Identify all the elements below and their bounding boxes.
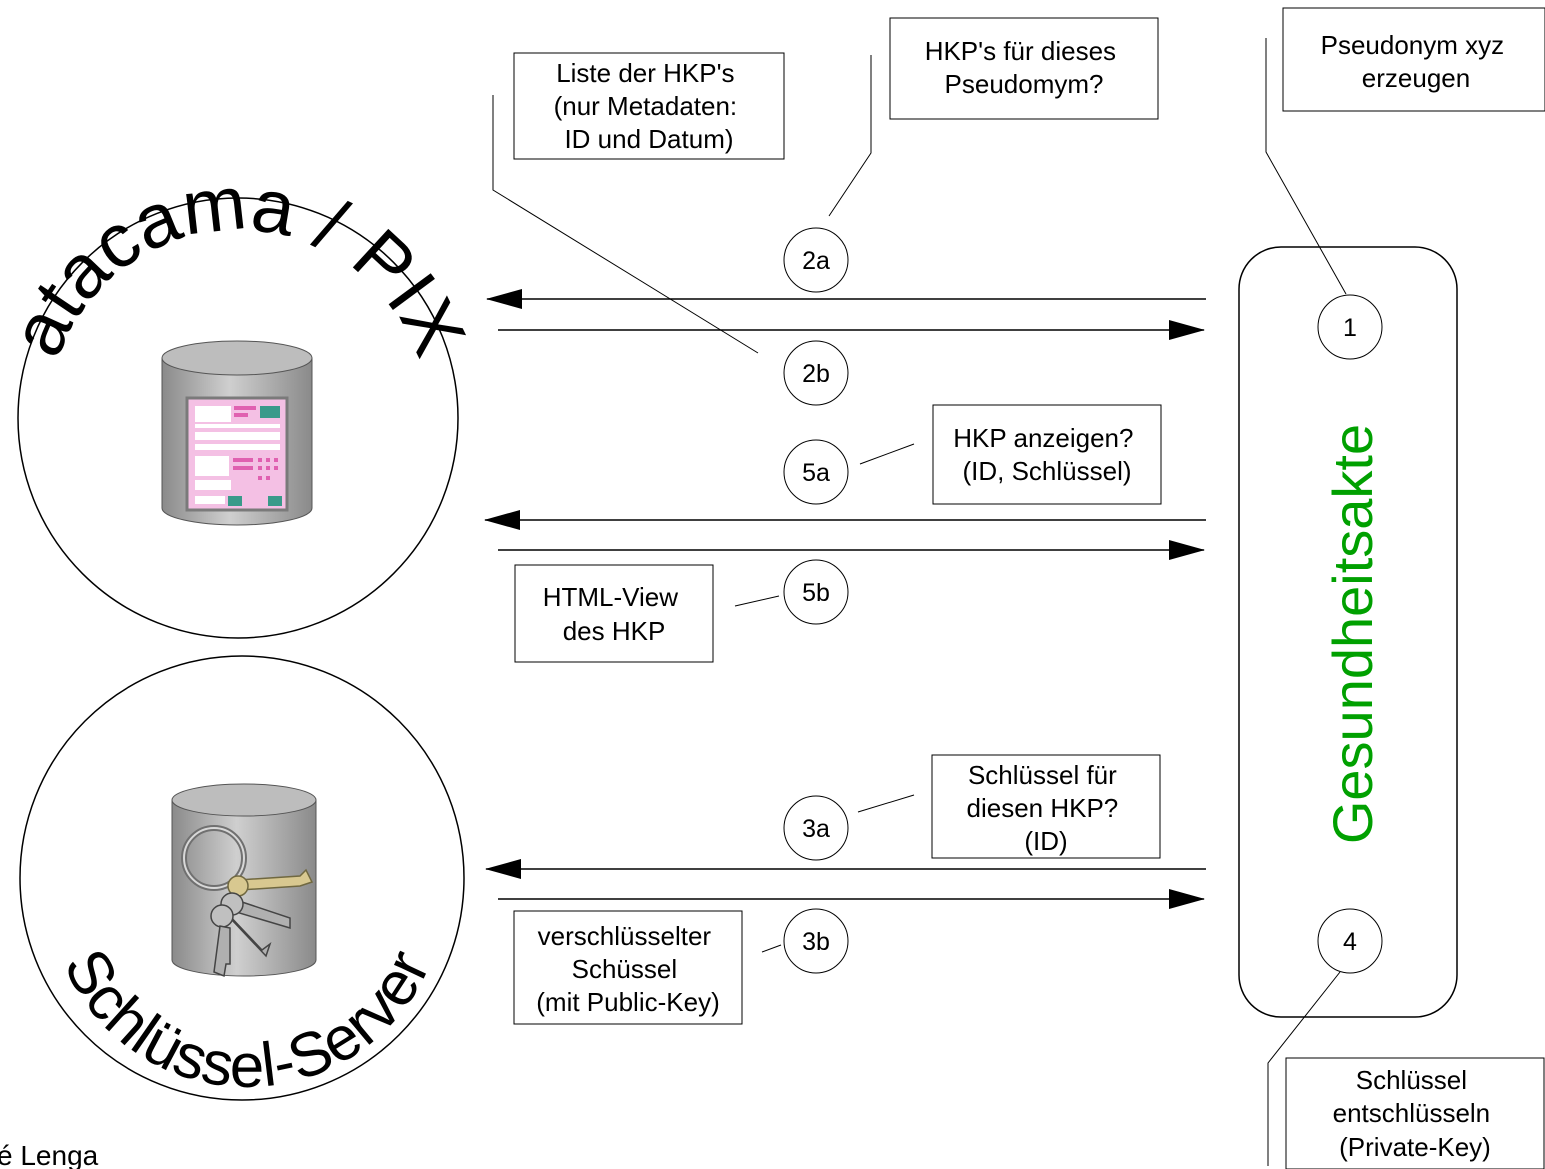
note-decrypt-key-line-3: (Private-Key)	[1339, 1132, 1491, 1162]
note-key-for-hkp-line-3: (ID)	[1024, 826, 1067, 856]
keyring-icon	[181, 825, 314, 978]
step-2b-label: 2b	[802, 360, 830, 388]
step-1-label: 1	[1343, 314, 1357, 342]
key-server-node: Schlüssel-Server	[19, 655, 465, 1101]
step-2a-label: 2a	[802, 247, 830, 275]
step-5a: 5a	[783, 439, 849, 505]
note-hkp-for-pseudonym-line-2: Pseudomym?	[945, 69, 1104, 99]
step-3b-label: 3b	[802, 928, 830, 956]
note-html-view-line-2: des HKP	[563, 616, 666, 646]
svg-text:Pseudonym xyz erzeugen: Pseudonym xyz erzeugen	[1321, 30, 1512, 93]
note-encrypted-key-line-1: verschlüsselter	[538, 921, 712, 951]
svg-text:HTML-View des HKP: HTML-View des HKP	[543, 582, 686, 646]
note-decrypt-key: Schlüssel entschlüsseln (Private-Key)	[1285, 1057, 1545, 1169]
note-key-for-hkp-line-2: diesen HKP?	[967, 793, 1119, 823]
note-show-hkp-line-1: HKP anzeigen?	[953, 423, 1133, 453]
step-5a-label: 5a	[802, 459, 830, 487]
health-record-node: Gesundheitsakte	[1238, 246, 1458, 1018]
step-1: 1	[1317, 294, 1383, 360]
step-3a-label: 3a	[802, 815, 830, 843]
note-pseudonym-line-2: erzeugen	[1362, 63, 1470, 93]
note-hkp-for-pseudonym: HKP's für dieses Pseudomym?	[889, 17, 1159, 120]
note-show-hkp-line-2: (ID, Schlüssel)	[962, 456, 1131, 486]
svg-text:verschlüsselter Schüssel: verschlüsselter Schüssel (mit Public-Key…	[536, 921, 719, 1017]
note-hkp-list: Liste der HKP's (nur Metadaten: ID und D…	[513, 52, 785, 160]
note-show-hkp: HKP anzeigen? (ID, Schlüssel)	[932, 404, 1162, 505]
note-decrypt-key-line-1: Schlüssel	[1356, 1065, 1467, 1095]
note-encrypted-key: verschlüsselter Schüssel (mit Public-Key…	[513, 910, 743, 1025]
svg-text:Liste der HKP's (nur Met: Liste der HKP's (nur Metadaten: ID und D…	[554, 58, 745, 154]
step-2a: 2a	[783, 227, 849, 293]
author-credit: é Lenga	[0, 1140, 99, 1169]
connector-lines	[492, 38, 1347, 1166]
note-hkp-list-line-3: ID und Datum)	[564, 124, 733, 154]
svg-text:HKP's für dieses Pseudom: HKP's für dieses Pseudomym?	[925, 36, 1124, 99]
svg-text:Schlüssel für diesen HKP: Schlüssel für diesen HKP? (ID)	[967, 760, 1126, 856]
note-encrypted-key-line-2: Schüssel	[572, 954, 678, 984]
step-4: 4	[1317, 908, 1383, 974]
health-record-label: Gesundheitsakte	[1321, 424, 1384, 844]
step-2b: 2b	[783, 340, 849, 406]
key-database-icon	[171, 783, 317, 978]
note-hkp-list-line-2: (nur Metadaten:	[554, 91, 738, 121]
pix-database-icon	[161, 340, 313, 526]
note-key-for-hkp: Schlüssel für diesen HKP? (ID)	[931, 754, 1161, 859]
svg-text:HKP anzeigen? (ID, Schlü: HKP anzeigen? (ID, Schlüssel)	[953, 423, 1140, 486]
flow-arrows	[484, 289, 1206, 909]
step-4-label: 4	[1343, 928, 1357, 956]
note-pseudonym: Pseudonym xyz erzeugen	[1282, 7, 1545, 112]
note-hkp-list-line-1: Liste der HKP's	[556, 58, 734, 88]
step-3a: 3a	[783, 795, 849, 861]
step-3b: 3b	[783, 908, 849, 974]
pix-server-node: atacama / PIX	[0, 160, 482, 639]
note-pseudonym-line-1: Pseudonym xyz	[1321, 30, 1505, 60]
note-hkp-for-pseudonym-line-1: HKP's für dieses	[925, 36, 1116, 66]
note-encrypted-key-line-3: (mit Public-Key)	[536, 987, 719, 1017]
step-5b-label: 5b	[802, 579, 830, 607]
note-html-view: HTML-View des HKP	[514, 564, 714, 663]
svg-text:Schlüssel entschlüsseln: Schlüssel entschlüsseln (Private-Key)	[1333, 1065, 1498, 1162]
step-5b: 5b	[783, 559, 849, 625]
note-html-view-line-1: HTML-View	[543, 582, 679, 612]
note-key-for-hkp-line-1: Schlüssel für	[968, 760, 1117, 790]
step-markers: 1 2a 2b 5a 5b 3a 3b 4	[783, 227, 1383, 974]
hkp-form-icon	[185, 396, 289, 512]
note-decrypt-key-line-2: entschlüsseln	[1333, 1098, 1491, 1128]
